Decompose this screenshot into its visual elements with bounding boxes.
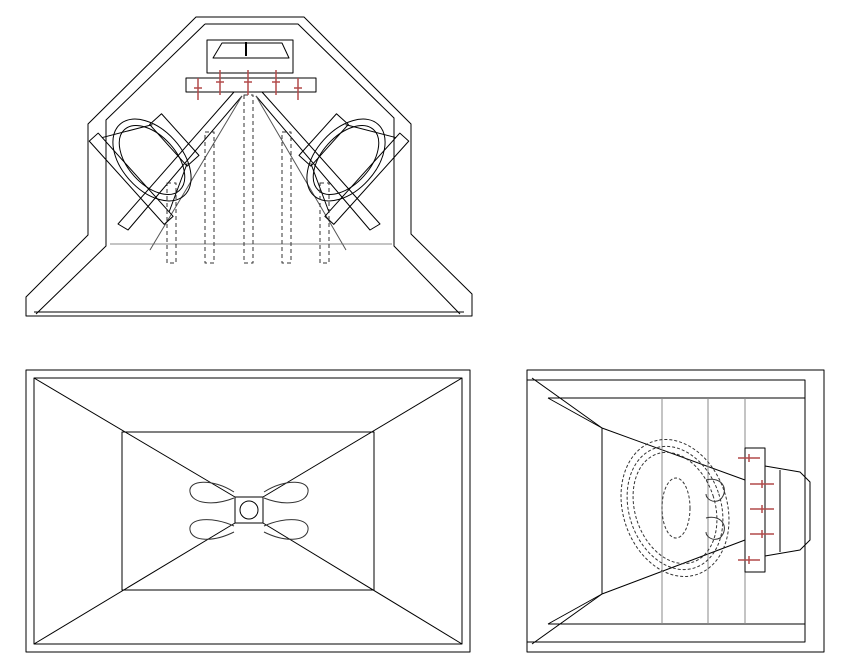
horn-mid-rect (121, 431, 375, 591)
right-woofer (298, 113, 410, 225)
compression-driver (212, 42, 290, 59)
front-view (25, 369, 471, 653)
compression-driver-housing (206, 39, 294, 74)
front-inner-frame (33, 377, 463, 645)
top-compression-driver (764, 465, 811, 557)
left-woofer (88, 113, 200, 225)
horn-throat-left (117, 91, 243, 231)
vertical-braces (166, 94, 330, 264)
top-vertical-lines (661, 398, 746, 624)
horn-diagonals (33, 377, 463, 645)
horn-throat-circle (239, 500, 259, 520)
horn-throat-right (255, 91, 381, 231)
top-outer-frame (526, 369, 825, 653)
port-lobes (189, 481, 309, 540)
top-woofer-outline (620, 439, 730, 577)
top-section-view (526, 369, 825, 653)
enclosure-inner-wall (35, 23, 461, 315)
side-section-view (25, 16, 473, 317)
top-inner-walls (527, 379, 806, 643)
mounting-plate (185, 77, 317, 93)
fasteners (194, 70, 302, 100)
top-horn-flare (531, 377, 746, 645)
top-lobes (705, 478, 725, 540)
horn-inner-lines (149, 95, 347, 251)
horn-throat-square (234, 496, 264, 524)
front-outer-frame (25, 369, 471, 653)
top-fasteners (738, 454, 774, 564)
enclosure-outline (25, 16, 473, 317)
